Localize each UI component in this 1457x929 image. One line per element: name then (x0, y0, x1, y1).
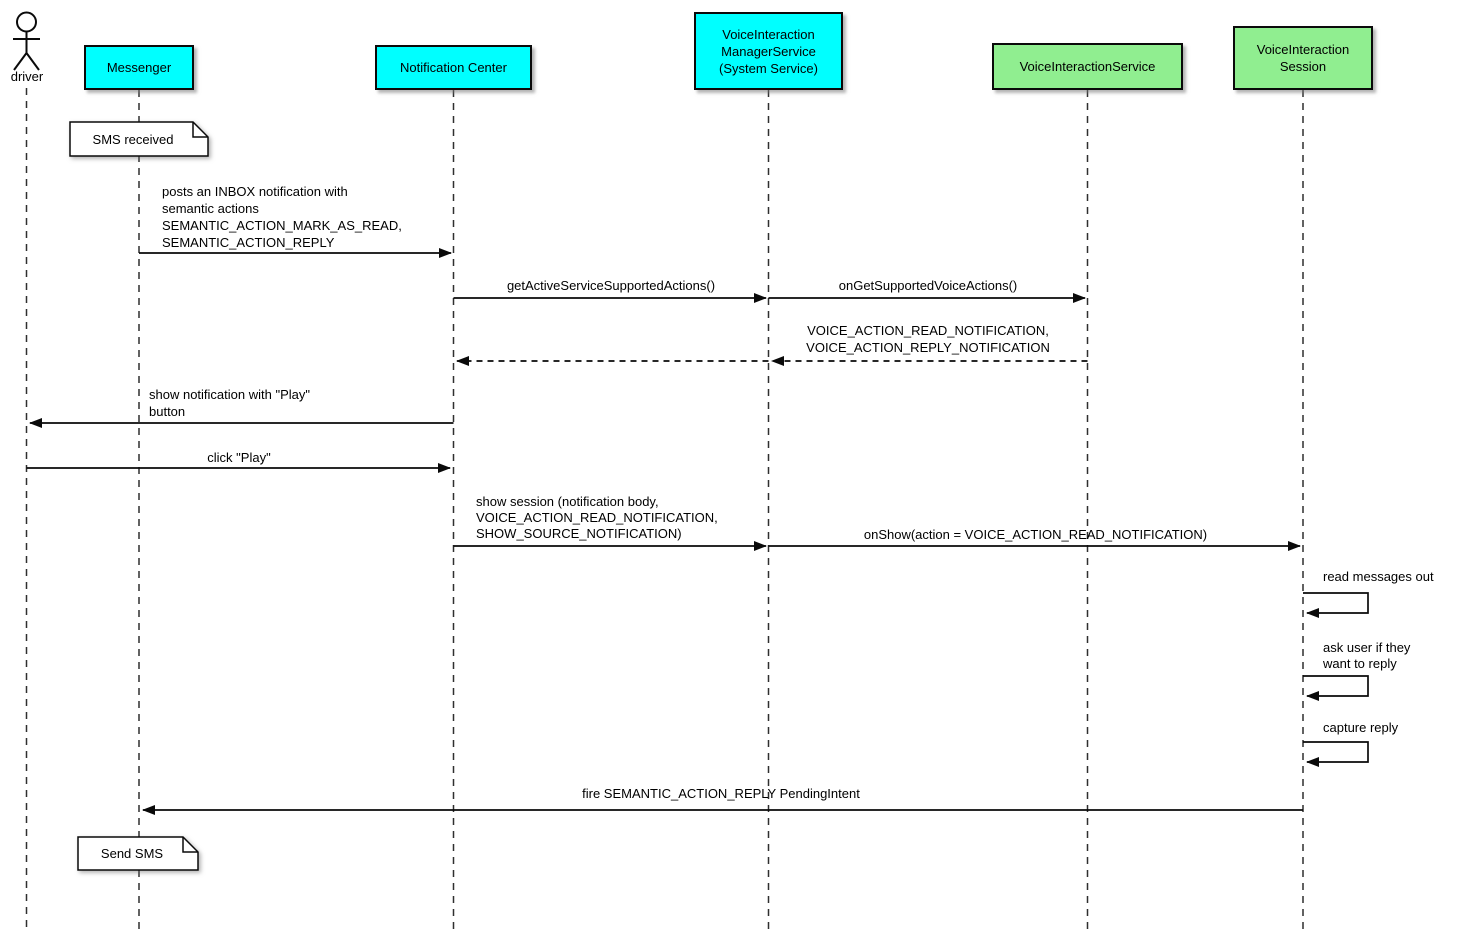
message-posts-inbox-notification-label: posts an INBOX notification with semanti… (162, 184, 402, 250)
message-get-active-service-supported-actions-label: getActiveServiceSupportedActions() (506, 278, 716, 293)
participant-voice-interaction-manager-service: VoiceInteraction ManagerService (System … (694, 12, 843, 90)
participant-messenger: Messenger (84, 45, 194, 90)
message-arrows (26, 248, 1369, 815)
arrow-self-read-messages-out (1303, 592, 1369, 618)
note-sms-received-shape (69, 121, 209, 157)
message-show-notification-play-label: show notification with "Play" button (149, 387, 310, 419)
message-ask-user-reply-label: ask user if they want to reply (1323, 640, 1411, 671)
participant-voice-interaction-service: VoiceInteractionService (992, 43, 1183, 90)
message-return-voice-actions-label: VOICE_ACTION_READ_NOTIFICATION, VOICE_AC… (806, 323, 1050, 355)
message-fire-semantic-action-reply-label: fire SEMANTIC_ACTION_REPLY PendingIntent (582, 786, 860, 801)
message-on-get-supported-voice-actions-label: onGetSupportedVoiceActions() (838, 278, 1018, 293)
arrow-self-ask-user-reply (1303, 675, 1369, 701)
arrow-self-capture-reply (1303, 741, 1369, 767)
note-send-sms-shape (77, 836, 199, 871)
note-send-sms: Send SMS (100, 846, 164, 861)
lifelines (25, 88, 1304, 929)
participant-notification-center-label: Notification Center (400, 60, 507, 75)
message-show-session-label: show session (notification body, VOICE_A… (476, 494, 718, 541)
message-on-show-label: onShow(action = VOICE_ACTION_READ_NOTIFI… (863, 527, 1208, 542)
message-capture-reply-label: capture reply (1323, 720, 1399, 735)
participant-notification-center: Notification Center (375, 45, 532, 90)
participant-messenger-label: Messenger (106, 60, 172, 75)
message-click-play-label: click "Play" (207, 450, 271, 465)
participant-voice-interaction-session: VoiceInteraction Session (1233, 26, 1373, 90)
message-read-messages-out-label: read messages out (1323, 569, 1434, 584)
actor-driver-label: driver (10, 69, 44, 84)
actor-driver-icon (13, 11, 40, 71)
note-sms-received: SMS received (92, 131, 174, 147)
